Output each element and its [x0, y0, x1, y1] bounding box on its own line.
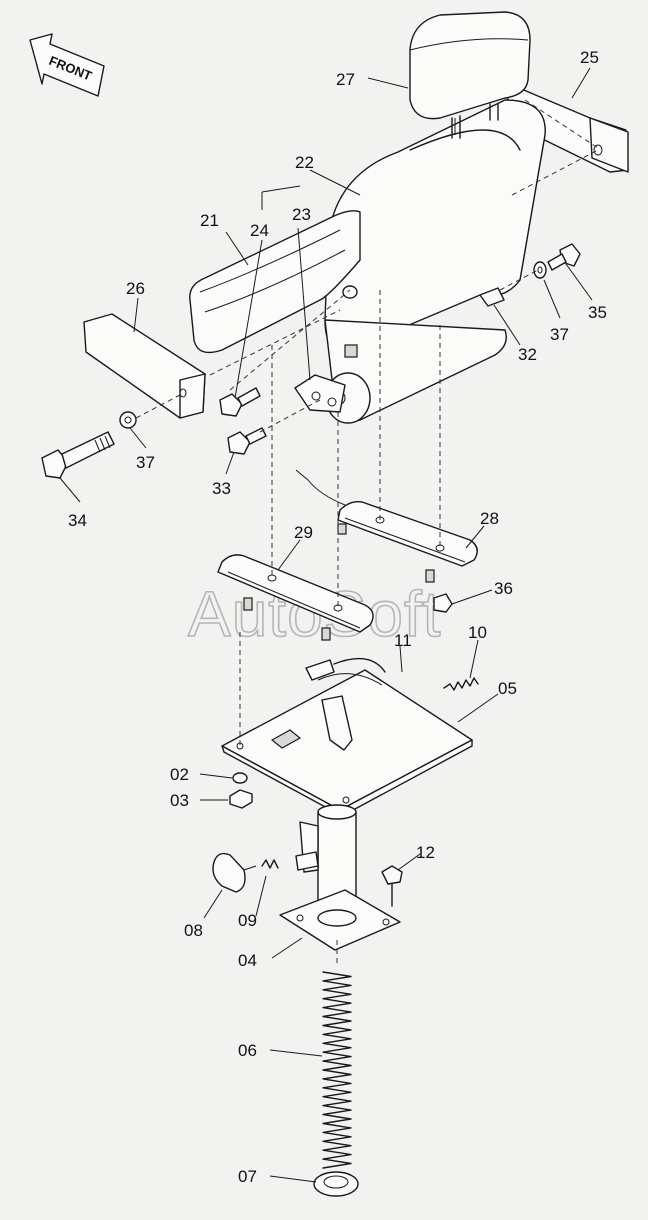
part-37-washer-left: [119, 411, 137, 429]
label-28: 28: [480, 509, 499, 528]
part-24-bolt: [219, 387, 261, 417]
label-33: 33: [212, 479, 231, 498]
part-32-clip: [479, 287, 505, 307]
label-09: 09: [238, 911, 257, 930]
part-29-seat-rail: [217, 554, 374, 641]
label-37-right: 37: [550, 325, 569, 344]
label-27: 27: [336, 70, 355, 89]
part-28-seat-rail: [295, 469, 478, 583]
alignment-lines: [135, 99, 599, 965]
label-32: 32: [518, 345, 537, 364]
part-number-labels: 27 25 22 21 24 23 26 35 37 32 37 33 34 2…: [68, 48, 607, 1186]
part-10-spring: [443, 677, 479, 691]
part-34-bolt: [41, 431, 115, 479]
part-11-lever: [305, 657, 386, 681]
label-04: 04: [238, 951, 257, 970]
label-07: 07: [238, 1167, 257, 1186]
label-29: 29: [294, 523, 313, 542]
label-02: 02: [170, 765, 189, 784]
part-04-mount-plate: [279, 889, 401, 951]
part-02-washer: [232, 772, 248, 784]
label-03: 03: [170, 791, 189, 810]
part-09-spring: [261, 851, 319, 871]
part-12-bolt: [381, 865, 403, 907]
part-37-washer-right: [533, 261, 547, 279]
part-03-nut: [229, 789, 253, 809]
label-35: 35: [588, 303, 607, 322]
part-23-bracket: [294, 374, 346, 413]
part-35-bolt: [547, 243, 581, 271]
part-06-coil-spring: [322, 971, 352, 1169]
label-23: 23: [292, 205, 311, 224]
label-08: 08: [184, 921, 203, 940]
part-26-armrest: [83, 313, 206, 419]
label-11: 11: [394, 631, 412, 650]
leader-lines: [59, 67, 593, 1183]
label-24: 24: [250, 221, 269, 240]
label-37-left: 37: [136, 453, 155, 472]
label-36: 36: [494, 579, 513, 598]
label-12: 12: [416, 843, 435, 862]
part-36-nut: [433, 593, 453, 613]
front-arrow-icon: FRONT: [29, 33, 105, 97]
part-21-seat-cushion: [189, 210, 507, 424]
part-05-base-plate: [221, 669, 473, 817]
label-06: 06: [238, 1041, 257, 1060]
part-07-cap: [313, 1171, 359, 1197]
label-34: 34: [68, 511, 87, 530]
label-05: 05: [498, 679, 517, 698]
part-27-headrest: [409, 11, 531, 139]
label-22: 22: [295, 153, 314, 172]
label-21: 21: [200, 211, 219, 230]
label-26: 26: [126, 279, 145, 298]
label-25: 25: [580, 48, 599, 67]
label-10: 10: [468, 623, 487, 642]
part-08-knob: [212, 852, 257, 893]
